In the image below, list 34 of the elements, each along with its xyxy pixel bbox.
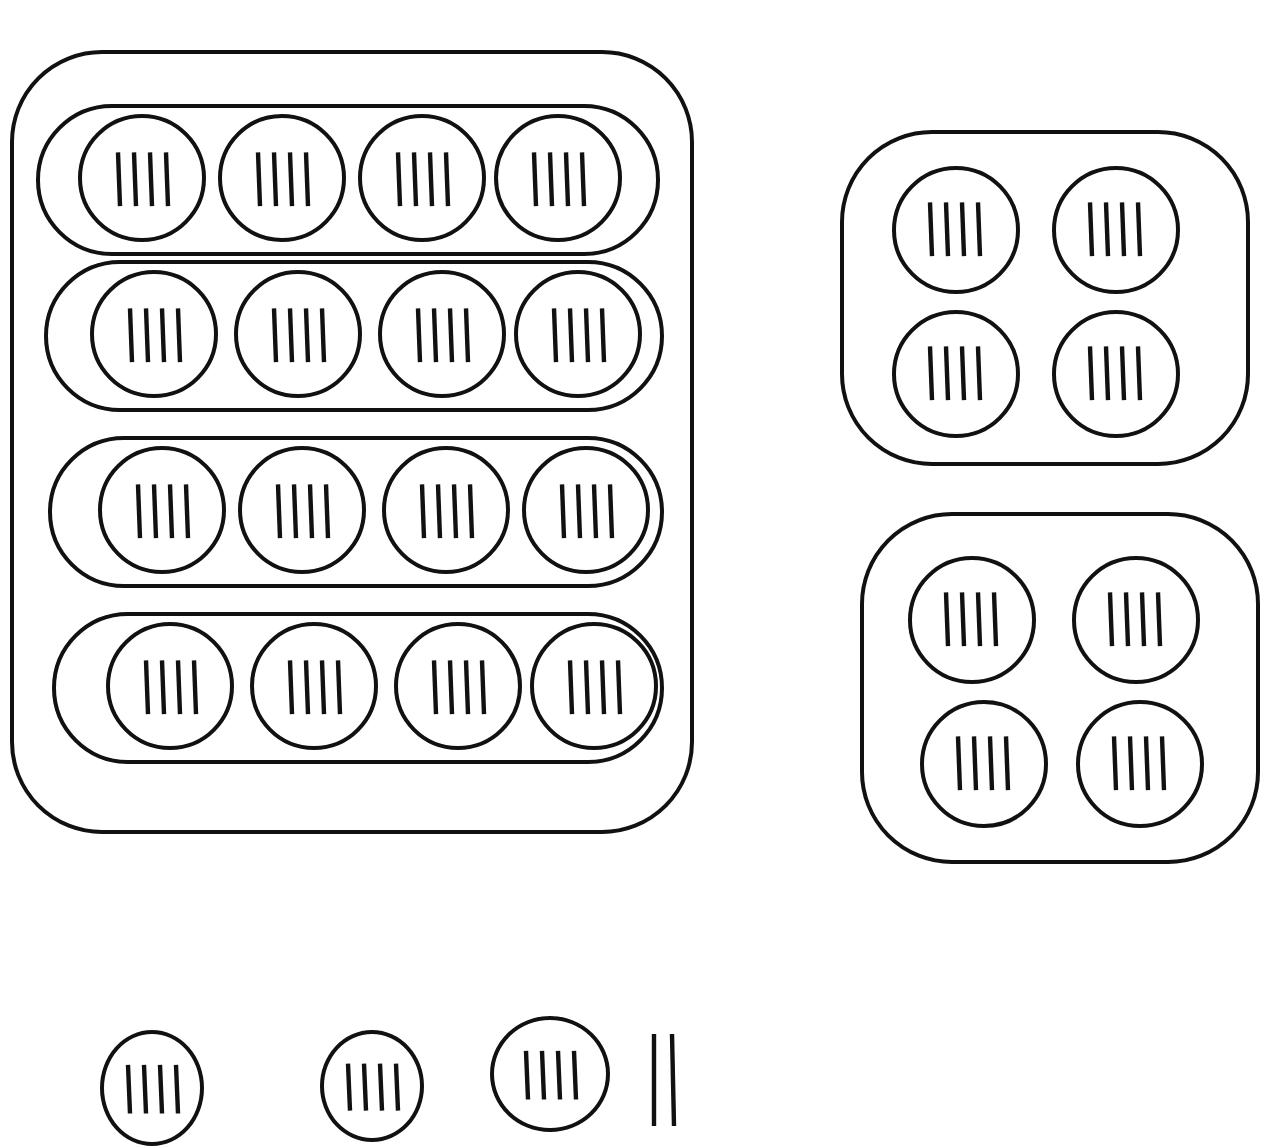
group-outline bbox=[10, 50, 694, 834]
group-outline bbox=[47, 435, 663, 587]
tally-circle bbox=[238, 446, 366, 574]
tally-circle bbox=[494, 114, 622, 242]
tally-circle bbox=[394, 622, 522, 750]
tally-circle bbox=[530, 622, 658, 750]
tally-circle bbox=[1051, 165, 1179, 293]
tally-circle bbox=[382, 446, 510, 574]
tally-circle bbox=[90, 270, 218, 398]
tally-circle bbox=[218, 114, 346, 242]
tally-circle bbox=[358, 114, 486, 242]
tally-circle bbox=[1051, 309, 1179, 437]
group-outline bbox=[51, 611, 663, 763]
tally-circle bbox=[100, 1030, 204, 1146]
tally-circle bbox=[320, 1030, 424, 1142]
tally-circle bbox=[250, 622, 378, 750]
group-outline bbox=[840, 130, 1250, 466]
tally-circle bbox=[78, 114, 206, 242]
tally-circle bbox=[919, 699, 1047, 827]
tally-circle bbox=[234, 270, 362, 398]
group-outline bbox=[43, 259, 663, 411]
tally-circle bbox=[378, 270, 506, 398]
tally-circle bbox=[1075, 699, 1203, 827]
tally-circle bbox=[490, 1016, 610, 1132]
tally-circle bbox=[891, 309, 1019, 437]
tally-circle bbox=[907, 555, 1035, 683]
group-outline bbox=[860, 512, 1260, 864]
tally-circle bbox=[514, 270, 642, 398]
tally-circle bbox=[1071, 555, 1199, 683]
tally-circle bbox=[106, 622, 234, 750]
group-outline bbox=[35, 103, 659, 255]
tally-circle bbox=[98, 446, 226, 574]
tally-circle bbox=[891, 165, 1019, 293]
tally-circle bbox=[522, 446, 650, 574]
